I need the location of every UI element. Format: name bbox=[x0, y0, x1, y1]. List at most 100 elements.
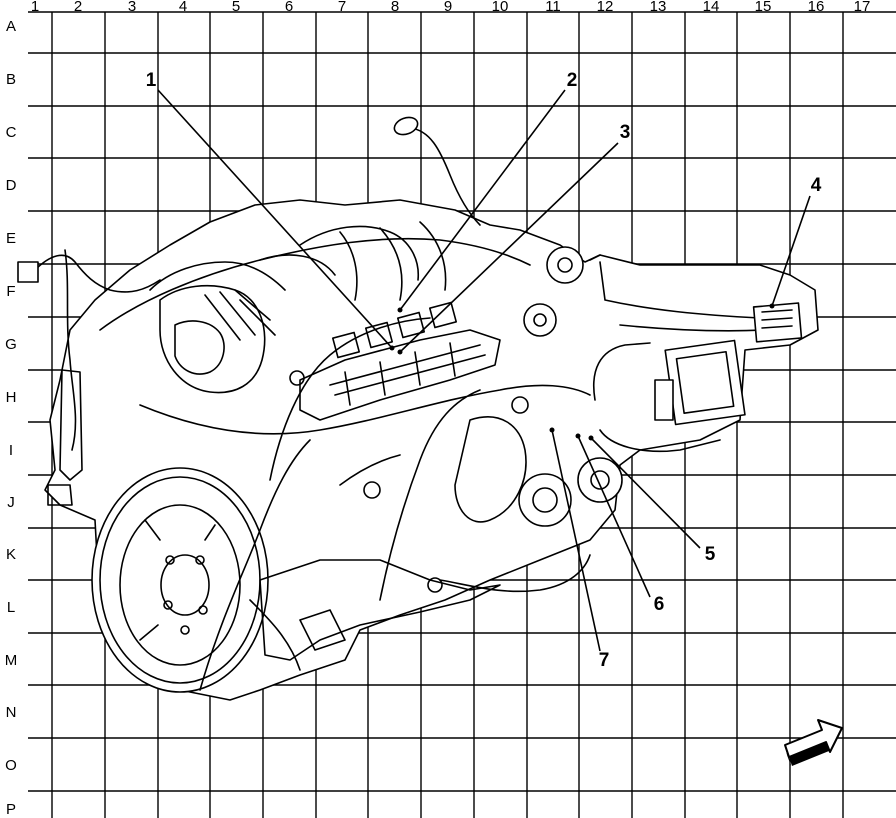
harness-connector-body bbox=[752, 302, 803, 343]
intake-runners bbox=[149, 221, 447, 301]
callout-label-2: 2 bbox=[567, 70, 578, 91]
row-label: H bbox=[6, 389, 17, 406]
valve-cover-ribs bbox=[329, 342, 486, 406]
engine-assembly bbox=[17, 116, 819, 701]
column-label: 1 bbox=[31, 0, 39, 15]
column-label: 8 bbox=[391, 0, 399, 15]
callout-label-4: 4 bbox=[811, 175, 822, 196]
flywheel-slot bbox=[139, 519, 216, 641]
row-label: P bbox=[6, 801, 16, 818]
harness-loop bbox=[99, 237, 591, 691]
coil-pack bbox=[428, 301, 458, 329]
flywheel-bolt bbox=[198, 605, 208, 615]
row-label: G bbox=[5, 336, 17, 353]
callout-pointer bbox=[549, 427, 555, 433]
sensor-port bbox=[289, 370, 305, 386]
row-label: B bbox=[6, 71, 16, 88]
row-label: L bbox=[7, 599, 15, 616]
callout-label-7: 7 bbox=[599, 650, 610, 671]
left-harness-branch bbox=[34, 249, 161, 451]
column-label: 10 bbox=[492, 0, 509, 15]
row-label: K bbox=[6, 546, 16, 563]
callout-label-3: 3 bbox=[620, 122, 631, 143]
row-label: F bbox=[6, 283, 15, 300]
row-label: A bbox=[6, 18, 16, 35]
callouts: 1 2 3 4 5 6 7 bbox=[146, 70, 822, 671]
callout-label-5: 5 bbox=[705, 544, 716, 565]
column-label: 9 bbox=[444, 0, 452, 15]
engine-control-module bbox=[664, 339, 746, 426]
intake-ribs bbox=[204, 289, 276, 341]
flywheel-plate bbox=[119, 504, 241, 666]
idler-pulley bbox=[523, 303, 557, 337]
callout-leader bbox=[577, 435, 651, 598]
row-label: N bbox=[6, 704, 17, 721]
sensor-port bbox=[511, 396, 529, 414]
crank-pulley bbox=[546, 246, 584, 284]
callout-pointer bbox=[389, 345, 395, 351]
column-label: 15 bbox=[755, 0, 772, 15]
column-label: 13 bbox=[650, 0, 667, 15]
left-harness-connector bbox=[17, 261, 39, 283]
front-arrow-icon bbox=[784, 719, 843, 766]
drain-plug bbox=[427, 577, 443, 593]
flywheel bbox=[91, 467, 269, 693]
row-label: O bbox=[5, 757, 17, 774]
column-label: 11 bbox=[545, 0, 561, 15]
knock-sensor bbox=[363, 481, 381, 499]
harness-trunk bbox=[589, 254, 766, 332]
ecm-connector bbox=[654, 379, 674, 421]
water-pump-pulley bbox=[577, 457, 623, 503]
row-label: M bbox=[5, 652, 18, 669]
callout-leader bbox=[157, 89, 393, 349]
row-label: C bbox=[6, 124, 17, 141]
callout-leader bbox=[771, 195, 811, 307]
callout-pointer bbox=[769, 303, 775, 309]
flywheel-bolt bbox=[163, 600, 173, 610]
column-label: 4 bbox=[179, 0, 187, 15]
throttle-body bbox=[174, 320, 225, 375]
callout-leader bbox=[551, 429, 601, 652]
harness-loop bbox=[339, 454, 591, 593]
callout-pointer bbox=[397, 349, 403, 355]
row-label: I bbox=[9, 442, 13, 459]
coolant-hose bbox=[593, 342, 721, 453]
sensor-plug bbox=[393, 116, 419, 136]
left-bracket bbox=[47, 369, 83, 506]
flywheel-bolt bbox=[165, 555, 175, 565]
column-label: 5 bbox=[232, 0, 240, 15]
water-pump-hub bbox=[590, 470, 610, 490]
valve-cover bbox=[299, 329, 501, 421]
harness-connector-latch bbox=[761, 309, 793, 329]
flywheel-bolt bbox=[195, 555, 205, 565]
idler-hub bbox=[533, 313, 547, 327]
callout-pointer bbox=[575, 433, 581, 439]
alternator-pulley bbox=[532, 487, 558, 513]
alternator bbox=[518, 473, 572, 527]
row-label: J bbox=[7, 494, 15, 511]
callout-label-1: 1 bbox=[146, 70, 157, 91]
column-label: 2 bbox=[74, 0, 82, 15]
intake-plenum bbox=[159, 284, 266, 394]
callout-pointer bbox=[588, 435, 594, 441]
callout-leader bbox=[399, 89, 566, 311]
coil-pack bbox=[331, 331, 361, 359]
front-cover bbox=[454, 416, 527, 523]
column-label: 17 bbox=[854, 0, 871, 15]
ecm-label-plate bbox=[675, 350, 735, 415]
column-label: 6 bbox=[285, 0, 293, 15]
row-label: D bbox=[6, 177, 17, 194]
crank-hub bbox=[557, 257, 573, 273]
column-label: 16 bbox=[808, 0, 825, 15]
transmission-bell bbox=[249, 599, 346, 671]
callout-leader bbox=[590, 437, 701, 549]
column-label: 12 bbox=[597, 0, 614, 15]
column-label: 14 bbox=[703, 0, 720, 15]
oil-pan bbox=[259, 559, 501, 661]
callout-leader bbox=[399, 142, 619, 353]
flywheel-hub bbox=[160, 554, 210, 616]
callout-label-6: 6 bbox=[654, 594, 665, 615]
